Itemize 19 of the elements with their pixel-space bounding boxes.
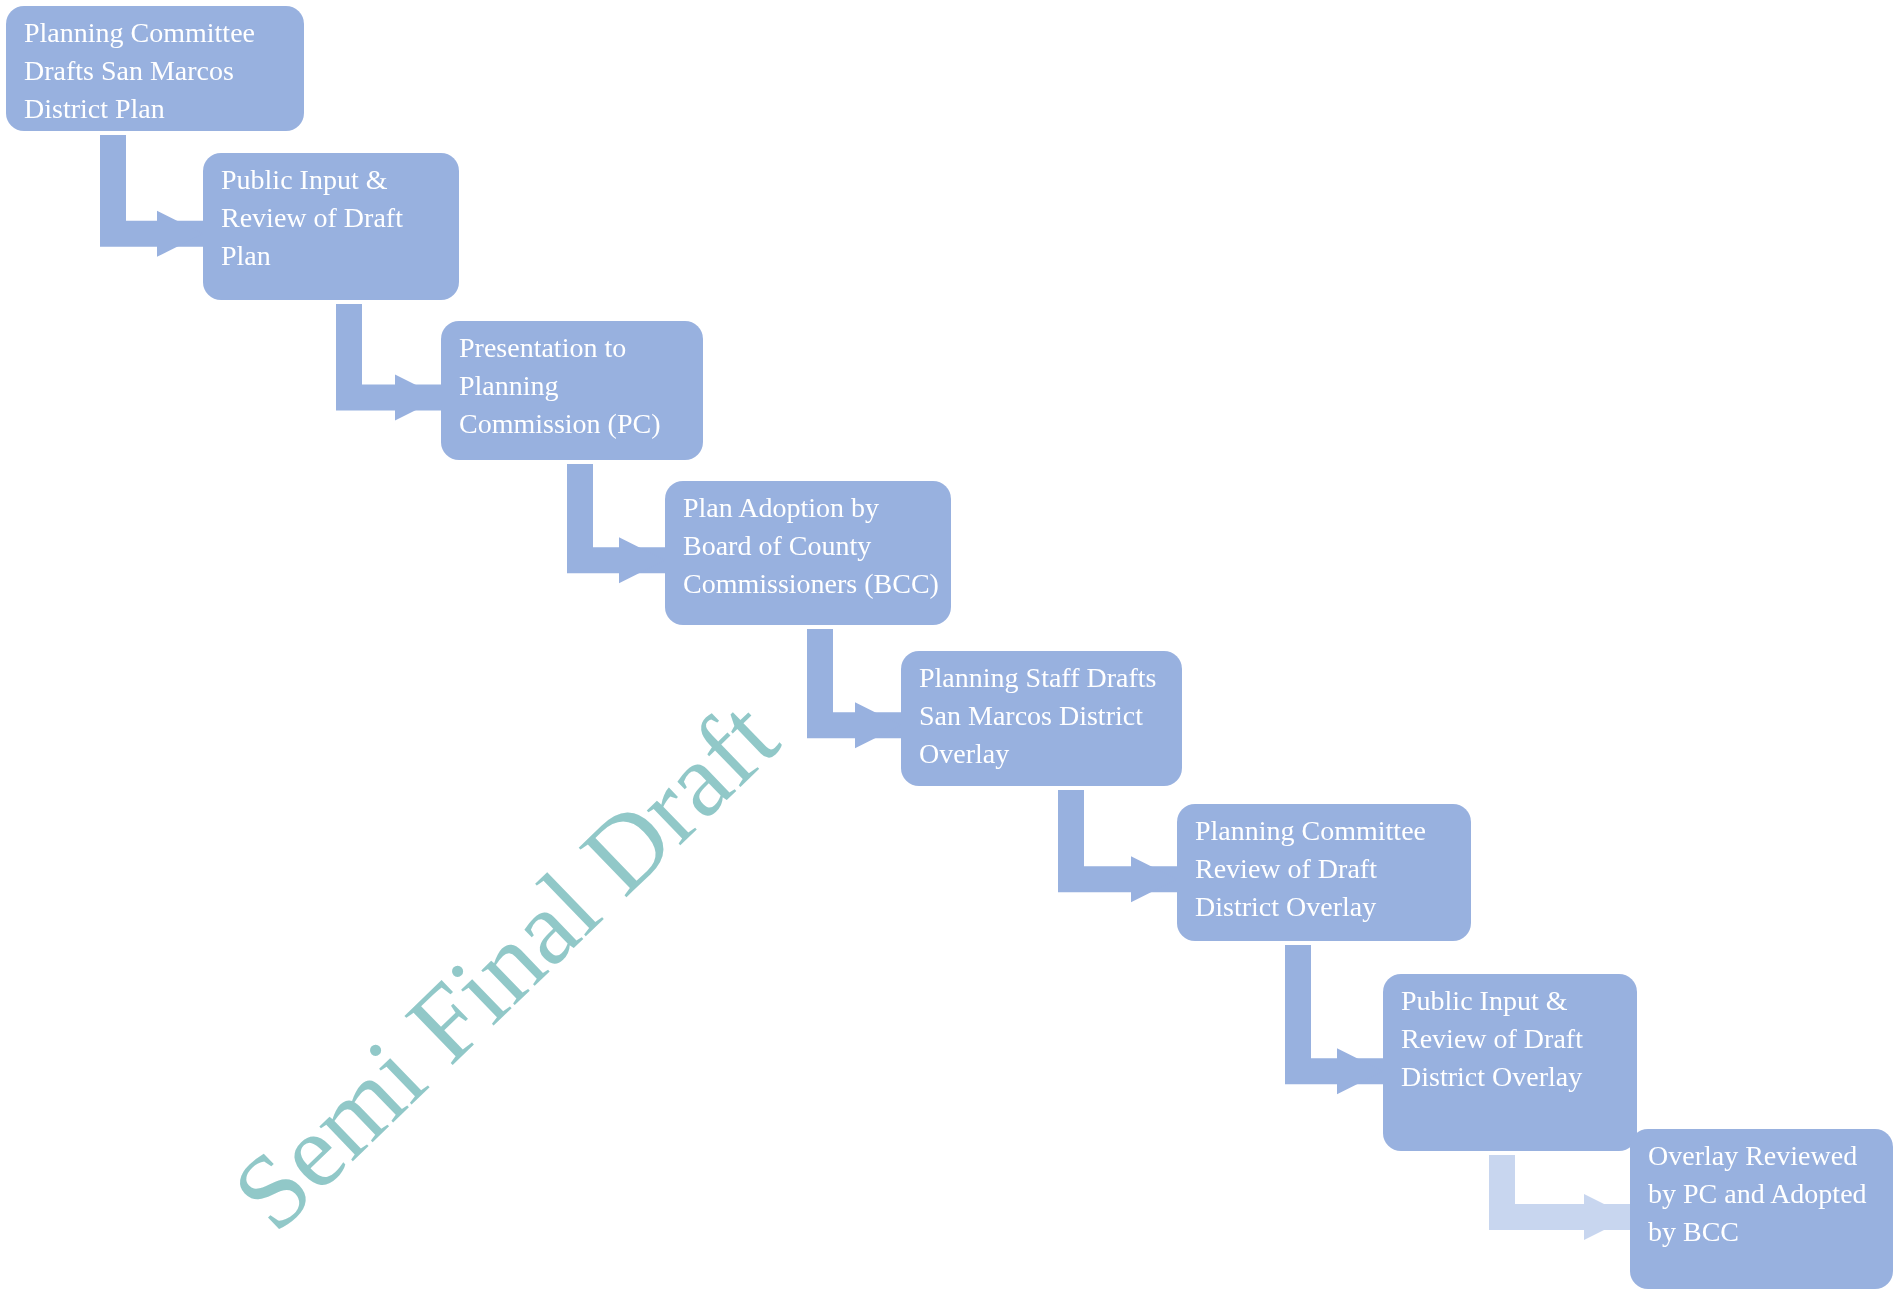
step-text: Overlay Reviewed by PC and Adopted by BCC	[1648, 1139, 1868, 1249]
bent-arrow	[1285, 945, 1383, 1095]
step-text: Planning Staff Drafts San Marcos District Overlay	[919, 661, 1158, 771]
step-text: Planning Committee Review of Draft District Overlay	[1195, 814, 1427, 924]
bent-arrow	[1489, 1155, 1630, 1240]
process-box	[1630, 1129, 1893, 1289]
process-box	[6, 6, 304, 131]
step-text: Presentation to Planning Commission (PC)	[459, 331, 662, 441]
process-box	[1383, 974, 1637, 1151]
process-box	[665, 481, 951, 625]
process-box	[1177, 804, 1471, 941]
process-box	[901, 651, 1182, 786]
process-box	[203, 153, 459, 300]
step-text: Public Input & Review of Draft District Overlay	[1401, 984, 1584, 1094]
process-box	[441, 321, 703, 460]
step-text: Public Input & Review of Draft Plan	[221, 163, 404, 273]
step-text: Plan Adoption by Board of County Commissioners (BCC)	[683, 491, 939, 601]
bent-arrow	[100, 135, 203, 257]
step-text: Planning Committee Drafts San Marcos District Plan	[24, 16, 256, 126]
